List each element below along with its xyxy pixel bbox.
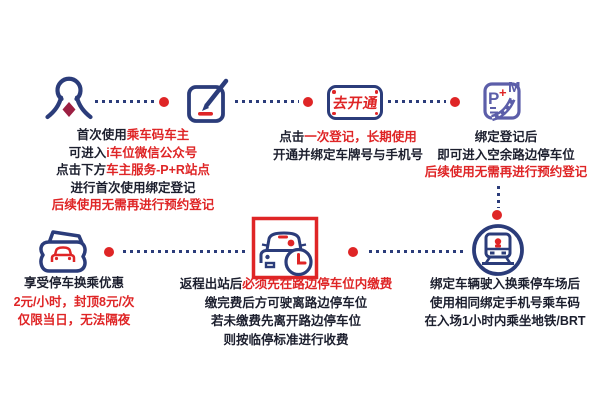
pen-register-icon xyxy=(187,78,229,123)
flow-arrow-dot-1 xyxy=(159,97,169,107)
caption-line: 可进入i车位微信公众号 xyxy=(68,145,198,160)
activate-button-label: 去开通 xyxy=(331,96,379,112)
dotted-connector-5 xyxy=(369,250,463,253)
corner-dot xyxy=(332,111,336,115)
caption-line: 仅限当日，无法隔夜 xyxy=(17,313,131,327)
svg-text:P: P xyxy=(488,89,499,108)
metro-train-icon xyxy=(472,224,524,276)
flow-arrow-dot-4 xyxy=(492,210,502,220)
caption-line: 进行首次使用绑定登记 xyxy=(70,180,196,195)
caption-line: 2元/小时，封顶8元/次 xyxy=(13,294,135,309)
caption-line: 点击一次登记，长期使用 xyxy=(279,130,417,144)
caption-line: 绑定车辆驶入换乘停车场后 xyxy=(429,277,580,291)
activate-button[interactable]: 去开通 xyxy=(327,85,383,120)
caption-line: 则按临停标准进行收费 xyxy=(223,332,349,347)
caption-line: 缴完费后方可驶离路边停车位 xyxy=(204,295,368,310)
caption-line: 在入场1小时内乘坐地铁/BRT xyxy=(424,314,586,328)
caption-line: 享受停车换乘优惠 xyxy=(23,276,125,290)
dotted-connector-6 xyxy=(123,250,245,253)
dotted-connector-1 xyxy=(95,100,155,103)
dotted-connector-4 xyxy=(497,186,500,208)
corner-dot xyxy=(374,111,378,115)
flow-arrow-dot-6 xyxy=(104,247,114,257)
wallet-car-discount-icon xyxy=(39,230,87,273)
svg-text:M: M xyxy=(508,79,521,96)
caption-discount: 享受停车换乘优惠 2元/小时，封顶8元/次 仅限当日，无法隔夜 xyxy=(14,274,135,330)
flow-arrow-dot-3 xyxy=(450,97,460,107)
svg-text:+: + xyxy=(499,85,507,100)
caption-bound: 绑定登记后 即可进入空余路边停车位 后续使用无需再进行预约登记 xyxy=(425,129,588,182)
caption-metro: 绑定车辆驶入换乘停车场后 使用相同绑定手机号乘车码 在入场1小时内乘坐地铁/BR… xyxy=(424,275,585,331)
caption-line: 开通并绑定车牌号与手机号 xyxy=(272,147,424,162)
dotted-connector-3 xyxy=(388,100,446,103)
caption-register: 首次使用乘车码车主 可进入i车位微信公众号 点击下方车主服务-P+R站点 进行首… xyxy=(52,127,215,215)
car-payment-clock-icon xyxy=(251,216,319,280)
flow-arrow-dot-2 xyxy=(303,97,313,107)
caption-line: 首次使用乘车码车主 xyxy=(76,128,190,142)
dotted-connector-2 xyxy=(235,100,299,103)
caption-line: 若未缴费先离开路边停车位 xyxy=(210,314,361,328)
park-plus-metro-logo-icon: P + M xyxy=(483,79,521,122)
caption-pay: 返程出站后必须先在路边停车位内缴费 缴完费后方可驶离路边停车位 若未缴费先离开路… xyxy=(180,275,393,349)
caption-line: 使用相同绑定手机号乘车码 xyxy=(429,295,580,310)
caption-activate: 点击一次登记，长期使用 开通并绑定车牌号与手机号 xyxy=(273,129,423,164)
caption-line: 绑定登记后 xyxy=(474,130,538,144)
user-icon xyxy=(45,76,93,120)
corner-dot xyxy=(374,90,378,94)
flow-arrow-dot-5 xyxy=(348,247,358,257)
caption-line: 后续使用无需再进行预约登记 xyxy=(51,198,215,212)
corner-dot xyxy=(332,90,336,94)
caption-line: 即可进入空余路边停车位 xyxy=(437,147,575,162)
caption-line: 点击下方车主服务-P+R站点 xyxy=(56,163,210,177)
caption-line: 后续使用无需再进行预约登记 xyxy=(424,165,588,179)
caption-line: 返程出站后必须先在路边停车位内缴费 xyxy=(179,277,393,291)
